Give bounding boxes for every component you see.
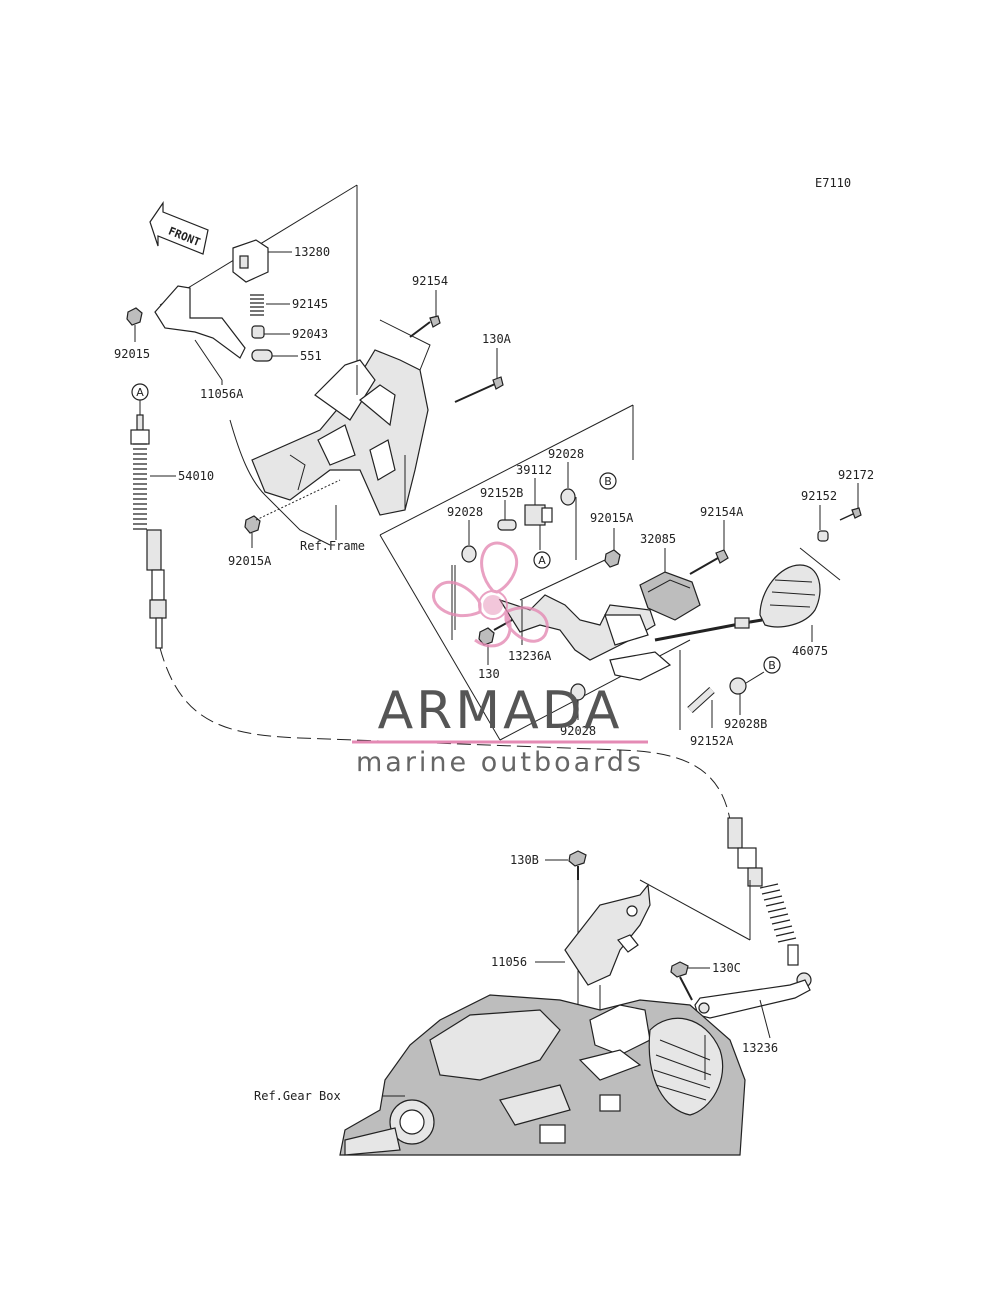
collar-92028-top-icon (560, 462, 577, 560)
pin-92152b-icon (497, 500, 517, 531)
label-11056: 11056 (491, 955, 527, 969)
collar-92028-bottom-icon (570, 683, 586, 720)
ref-gear-box-label: Ref.Gear Box (254, 1089, 341, 1103)
label-130c: 130C (712, 961, 741, 975)
cable-right-icon (727, 817, 812, 988)
knob-46075-icon (749, 564, 821, 642)
label-46075: 46075 (792, 644, 828, 658)
propeller-logo-icon (432, 541, 549, 648)
label-92152a: 92152A (690, 734, 734, 748)
part-39112-icon (524, 478, 553, 550)
label-92028b: 92028B (724, 717, 767, 731)
pin-92152a-icon (679, 650, 715, 730)
label-92015: 92015 (114, 347, 150, 361)
diagram-code: E7110 (815, 176, 851, 190)
label-130a: 130A (482, 332, 512, 346)
marker-b-top: B (604, 475, 612, 488)
bolt-130c-icon (670, 961, 710, 1001)
nut-92015a-right-icon (519, 528, 621, 601)
part-32085-icon (639, 548, 701, 621)
cable-54010-icon (130, 383, 176, 649)
bracket-11056-icon (535, 879, 751, 1040)
marker-a-left: A (136, 386, 144, 399)
marker-b-circle-bottom (763, 656, 781, 674)
part-551-icon (251, 349, 298, 362)
front-arrow-icon: FRONT (149, 201, 209, 255)
marker-b-bottom: B (768, 659, 776, 672)
shift-lever-13236a-icon (498, 594, 751, 681)
bolt-92154-icon (409, 290, 441, 338)
bracket-11056a-icon (154, 285, 246, 385)
gear-box-icon (339, 994, 746, 1156)
ref-frame-label: Ref.Frame (300, 539, 365, 553)
cable-route (159, 647, 731, 821)
watermark-subtitle: marine outboards (356, 747, 644, 778)
label-92152: 92152 (801, 489, 837, 503)
label-92152b: 92152B (480, 486, 523, 500)
part-13280-icon (232, 239, 292, 283)
label-130: 130 (478, 667, 500, 681)
label-92145: 92145 (292, 297, 328, 311)
marker-a-circle-mid (533, 551, 551, 569)
label-551: 551 (300, 349, 322, 363)
label-130b: 130B (510, 853, 539, 867)
label-13236a: 13236A (508, 649, 552, 663)
label-92043: 92043 (292, 327, 328, 341)
frame-mount-icon (229, 319, 431, 546)
label-92154: 92154 (412, 274, 448, 288)
label-39112: 39112 (516, 463, 552, 477)
label-32085: 32085 (640, 532, 676, 546)
label-13280: 13280 (294, 245, 330, 259)
label-13236: 13236 (742, 1041, 778, 1055)
pin-92152-icon (799, 505, 841, 581)
nut-92015-icon (126, 307, 143, 342)
marker-a-mid: A (538, 554, 546, 567)
label-92028-bottom: 92028 (560, 724, 596, 738)
marker-b-circle-top (599, 472, 617, 490)
label-92015a-left: 92015A (228, 554, 272, 568)
label-92028-top: 92028 (548, 447, 584, 461)
nut-92015a-left-icon (244, 479, 341, 548)
bolt-92154a-icon (689, 520, 729, 575)
label-92015a-right: 92015A (590, 511, 634, 525)
label-92154a: 92154A (700, 505, 744, 519)
label-92172: 92172 (838, 468, 874, 482)
watermark-title: ARMADA (378, 681, 623, 741)
label-54010: 54010 (178, 469, 214, 483)
screw-92172-icon (839, 483, 862, 521)
bolt-130a-icon (454, 348, 504, 403)
spring-92145-icon (250, 294, 290, 316)
part-92043-icon (251, 325, 290, 339)
label-11056a: 11056A (200, 387, 244, 401)
label-92028-left: 92028 (447, 505, 483, 519)
collar-92028b-icon (729, 671, 765, 715)
collar-92028-left-icon (454, 520, 477, 630)
